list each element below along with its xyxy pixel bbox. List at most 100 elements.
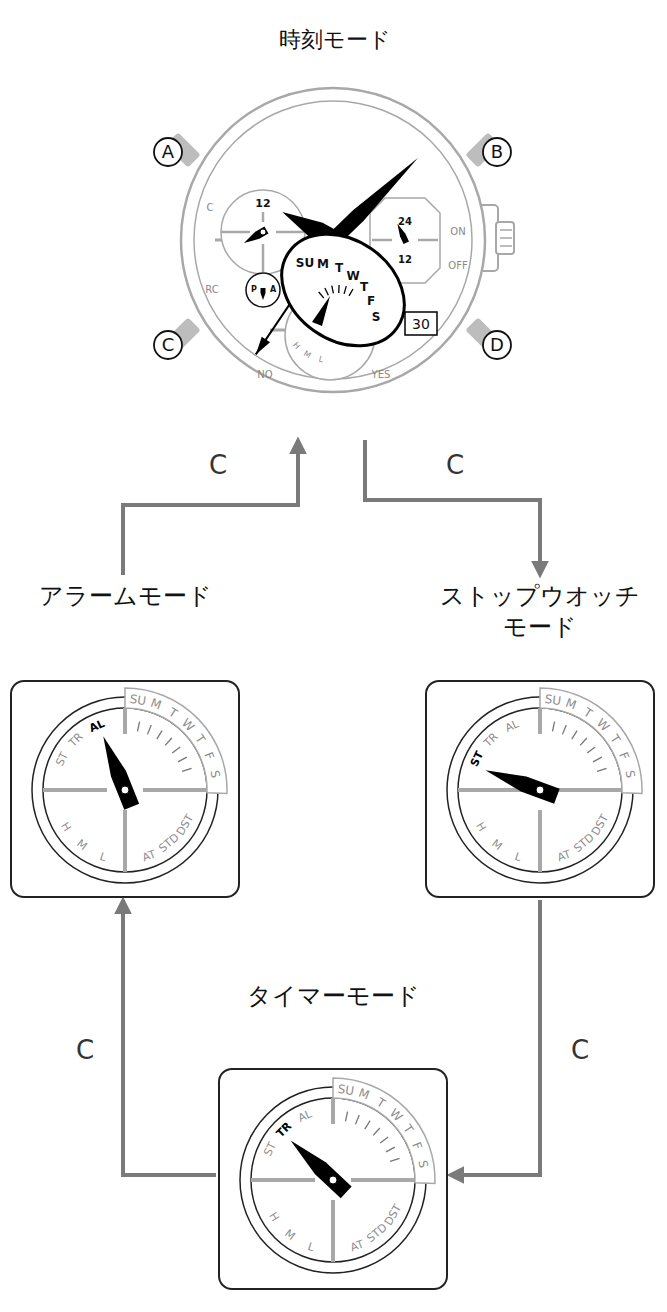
watch-dial-text: P [251,286,257,294]
day-band [125,688,227,794]
mode-box [218,1068,448,1290]
dial-cross [123,810,127,872]
watch-dial-text: 30 [412,317,430,331]
crown-grip [500,237,512,239]
subdial-mark [262,212,265,222]
crown-grip [500,245,512,247]
mode-dial [43,708,207,872]
mode-dial [458,708,622,872]
day-tick [349,289,353,296]
day-band [333,1078,435,1184]
day-tick [319,292,324,298]
button-ring [483,138,511,166]
dial-tick [593,757,602,762]
dial-cross [331,1200,335,1262]
dial-tick [597,768,607,771]
mode-dial-text: SU [337,1083,355,1097]
dial-tick [390,1158,400,1161]
dial-tick [157,731,162,739]
button-label: C [567,1036,593,1064]
mode-dial [32,697,218,883]
dial-cross [43,788,107,792]
watch-dial-text: 12 [255,198,270,209]
mode-dial [447,697,633,883]
button-ring [483,331,511,359]
dial-cross [558,788,622,792]
button-label: C [442,451,468,479]
subdial-mark [276,231,305,234]
dial-tick [147,725,151,734]
mode-heading: ストップウオッチ モード [425,575,655,643]
watch-dial-text: C [207,203,214,213]
dial-tick [380,1137,388,1143]
day-hand [312,296,330,326]
watch-dial-text: S [372,311,381,323]
dial-tick [137,722,139,732]
crown-grip [500,229,512,231]
mode-dial [251,1098,415,1262]
mode-panel: タイマーモード [218,975,448,1290]
dial-tick [580,738,587,745]
mode-box [425,680,655,898]
watch-dial-text: YES [372,370,391,380]
watch-dial-text: ON [450,227,465,237]
subdial [246,273,280,307]
watch-dial-text: 12 [398,255,412,265]
dial-tick [355,1115,359,1124]
dial-cross [123,708,127,734]
dial-tick [572,731,577,739]
mode-heading: タイマーモード [218,975,448,1012]
dial-tick [365,1121,370,1129]
button-ring [154,138,182,166]
subdial-mark [262,244,265,272]
watch-dial-text: NO [257,370,272,380]
dial-cross [458,788,522,792]
watch-dial-text: W [346,270,359,282]
dial-cross [351,1178,415,1182]
day-window [260,211,425,369]
dial-tick [182,768,192,771]
watch-dial-text: OFF [448,261,467,271]
hand-pin [329,1176,337,1184]
mode-heading: アラームモード [10,575,240,612]
hand-pin [536,786,544,794]
button-letter: A [162,143,174,161]
dial-tick [172,747,180,753]
mode-arrow [365,440,540,575]
dial-tick [373,1128,380,1135]
date-window [405,312,437,335]
hand-pin [260,229,266,235]
watch-dial-text: RC [205,285,218,295]
mode-dial-text: SU [129,693,147,707]
button-letter: B [491,143,503,161]
mode-arrow [123,900,216,1175]
day-tick [344,286,346,294]
mode-box [10,680,240,898]
dial-tick [562,725,566,734]
dial-cross [538,810,542,872]
watch-dial [194,101,472,379]
dial-tick [587,747,595,753]
mode-arrow [450,900,540,1175]
watch-dial-text: F [367,295,375,307]
watch-dial-text: SU [296,257,314,269]
dial-tick [165,738,172,745]
subdial-mark [418,239,438,242]
second-hand [256,337,270,355]
button-letter: D [490,336,504,354]
subdial-mark [221,231,250,234]
dial-cross [331,1098,335,1124]
subdial-mark [372,239,392,242]
watch-dial-text: 24 [398,217,412,227]
watch-case [181,88,485,392]
dial-tick [345,1112,347,1122]
watch-dial-text: M [317,258,329,270]
mode-dial-text: SU [544,693,562,707]
mode-hand [291,1140,352,1198]
watch-dial-text: T [335,262,343,274]
dial-cross [538,708,542,734]
dial-cross [143,788,207,792]
